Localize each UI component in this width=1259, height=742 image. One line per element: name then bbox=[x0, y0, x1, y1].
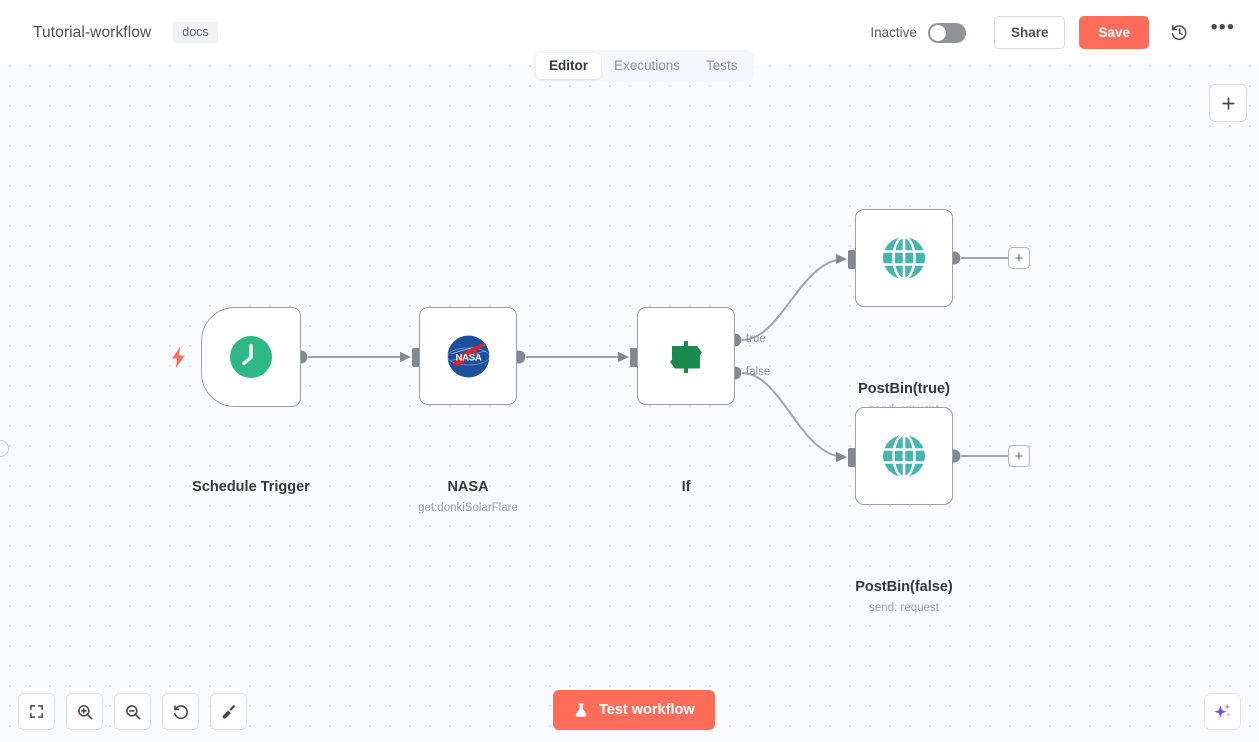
tab-editor[interactable]: Editor bbox=[536, 53, 601, 79]
globe-icon bbox=[883, 433, 925, 479]
test-workflow-label: Test workflow bbox=[599, 702, 695, 718]
node-schedule-trigger[interactable] bbox=[201, 307, 301, 407]
share-button[interactable]: Share bbox=[993, 16, 1066, 49]
node-nasa[interactable]: NASA bbox=[419, 307, 517, 405]
globe-icon bbox=[883, 235, 925, 281]
node-subtitle-nasa: get:donkiSolarFlare bbox=[418, 502, 518, 514]
if-output-label-true: true bbox=[746, 333, 766, 345]
trigger-bolt-icon bbox=[170, 347, 187, 373]
flask-icon bbox=[575, 703, 587, 717]
workflow-tag-docs[interactable]: docs bbox=[173, 22, 218, 43]
svg-text:NASA: NASA bbox=[455, 352, 481, 363]
zoom-in-icon[interactable] bbox=[66, 693, 103, 730]
node-label-if: If bbox=[681, 479, 691, 495]
broom-icon[interactable] bbox=[210, 693, 247, 730]
more-options-icon[interactable]: ••• bbox=[1210, 17, 1236, 38]
editor-tabs: Editor Executions Tests bbox=[533, 50, 754, 82]
undo-icon[interactable] bbox=[162, 693, 199, 730]
save-button[interactable]: Save bbox=[1079, 16, 1149, 49]
nasa-logo-icon: NASA bbox=[446, 335, 490, 377]
workflow-activity-label: Inactive bbox=[870, 25, 917, 40]
history-icon[interactable] bbox=[1165, 19, 1193, 47]
node-label-schedule-trigger: Schedule Trigger bbox=[192, 479, 310, 495]
ai-assistant-button[interactable] bbox=[1204, 693, 1241, 730]
clock-icon bbox=[230, 336, 272, 378]
node-subtitle-postbin-false: send: request bbox=[869, 602, 939, 614]
workflow-canvas[interactable]: Schedule Trigger NASA NASA get:donkiSola… bbox=[0, 65, 1259, 742]
fit-screen-icon[interactable] bbox=[18, 693, 55, 730]
workflow-active-toggle[interactable] bbox=[927, 22, 966, 43]
add-node-after-postbin-true[interactable]: + bbox=[1008, 247, 1030, 269]
node-label-postbin-false: PostBin(false) bbox=[855, 579, 953, 595]
add-node-after-postbin-false[interactable]: + bbox=[1008, 445, 1030, 467]
node-postbin-false[interactable] bbox=[855, 407, 953, 505]
test-workflow-button[interactable]: Test workflow bbox=[553, 690, 715, 730]
add-node-button[interactable] bbox=[1209, 84, 1247, 122]
node-label-nasa: NASA bbox=[447, 479, 489, 495]
signpost-icon bbox=[670, 341, 702, 373]
connection-edges bbox=[294, 250, 1008, 467]
header-actions: Inactive Share Save ••• bbox=[870, 16, 1237, 49]
tab-tests[interactable]: Tests bbox=[706, 58, 738, 73]
zoom-out-icon[interactable] bbox=[114, 693, 151, 730]
workflow-title[interactable]: Tutorial-workflow bbox=[33, 23, 152, 41]
tab-executions[interactable]: Executions bbox=[614, 58, 681, 73]
node-postbin-true[interactable] bbox=[855, 209, 953, 307]
node-if[interactable] bbox=[637, 307, 735, 405]
node-label-postbin-true: PostBin(true) bbox=[858, 381, 950, 397]
canvas-controls-toolbar bbox=[18, 693, 247, 730]
sparkle-icon bbox=[1214, 703, 1231, 718]
toggle-knob bbox=[929, 24, 946, 41]
if-output-label-false: false bbox=[746, 366, 771, 378]
